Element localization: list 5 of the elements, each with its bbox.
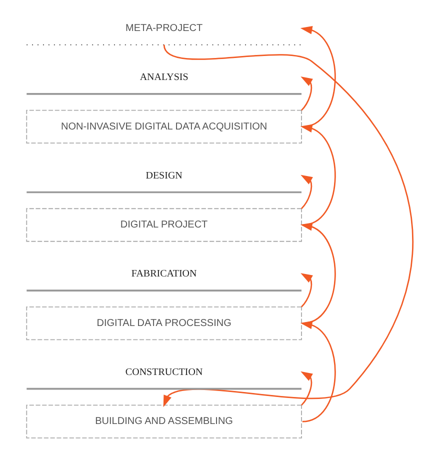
node-text: CONSTRUCTION [125,366,203,378]
node-text: ANALYSIS [140,72,188,84]
node-text: DESIGN [146,170,182,182]
node-text: META-PROJECT [126,22,203,34]
node-text: FABRICATION [131,268,197,280]
